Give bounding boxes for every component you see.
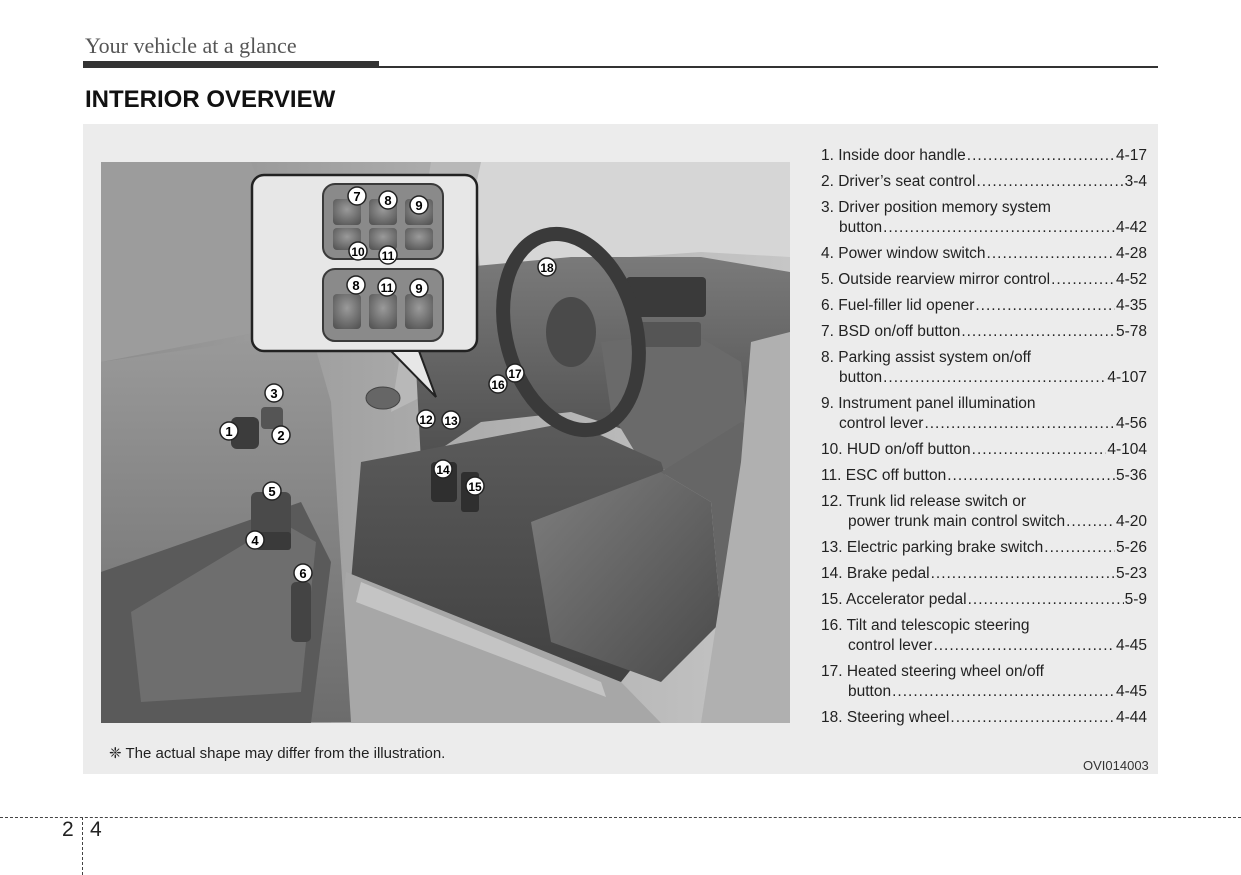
page-number: 4 xyxy=(90,818,102,841)
svg-text:2: 2 xyxy=(277,428,284,443)
svg-text:9: 9 xyxy=(415,281,422,296)
callout-7: 7 xyxy=(347,186,367,206)
svg-text:3: 3 xyxy=(270,386,277,401)
callout-8: 8 xyxy=(378,190,398,210)
legend-item-14: 14. Brake pedal5-23 xyxy=(821,564,1147,584)
header-rule-thick xyxy=(83,61,379,68)
callout-17: 17 xyxy=(505,363,525,383)
svg-text:18: 18 xyxy=(540,261,554,275)
legend-item-12: 12. Trunk lid release switch or power tr… xyxy=(821,492,1147,532)
legend-item-8: 8. Parking assist system on/off button4-… xyxy=(821,348,1147,388)
legend-item-2: 2. Driver’s seat control3-4 xyxy=(821,172,1147,192)
callout-1: 1 xyxy=(219,421,239,441)
svg-text:9: 9 xyxy=(415,198,422,213)
svg-text:12: 12 xyxy=(419,413,433,427)
svg-text:8: 8 xyxy=(384,193,391,208)
legend-item-11: 11. ESC off button5-36 xyxy=(821,466,1147,486)
interior-illustration: 1 2 3 4 5 6 7 8 9 10 11 8 11 9 12 13 14 … xyxy=(101,162,790,723)
callout-3: 3 xyxy=(264,383,284,403)
callout-6: 6 xyxy=(293,563,313,583)
svg-text:14: 14 xyxy=(436,463,450,477)
legend-item-3: 3. Driver position memory system button4… xyxy=(821,198,1147,238)
callout-2: 2 xyxy=(271,425,291,445)
svg-text:1: 1 xyxy=(225,424,232,439)
footnote: ❈ The actual shape may differ from the i… xyxy=(109,745,446,762)
legend-item-10: 10. HUD on/off button4-104 xyxy=(821,440,1147,460)
legend-item-4: 4. Power window switch4-28 xyxy=(821,244,1147,264)
footer-divider-vertical xyxy=(82,817,83,875)
callout-5: 5 xyxy=(262,481,282,501)
svg-text:10: 10 xyxy=(351,245,365,259)
figure-code: OVI014003 xyxy=(1083,758,1149,773)
legend-item-16: 16. Tilt and telescopic steering control… xyxy=(821,616,1147,656)
svg-text:17: 17 xyxy=(508,367,522,381)
svg-text:4: 4 xyxy=(251,533,259,548)
footer-divider xyxy=(0,817,1241,818)
legend-item-1: 1. Inside door handle4-17 xyxy=(821,146,1147,166)
page-heading: INTERIOR OVERVIEW xyxy=(85,86,336,113)
callout-18: 18 xyxy=(537,257,557,277)
svg-text:16: 16 xyxy=(491,378,505,392)
svg-text:13: 13 xyxy=(444,414,458,428)
svg-text:7: 7 xyxy=(353,189,360,204)
chapter-number: 2 xyxy=(62,818,74,841)
svg-text:15: 15 xyxy=(468,480,482,494)
legend-item-17: 17. Heated steering wheel on/off button4… xyxy=(821,662,1147,702)
legend-item-7: 7. BSD on/off button5-78 xyxy=(821,322,1147,342)
callout-12: 12 xyxy=(416,409,436,429)
legend-item-6: 6. Fuel-filler lid opener4-35 xyxy=(821,296,1147,316)
svg-text:5: 5 xyxy=(268,484,275,499)
callout-16: 16 xyxy=(488,374,508,394)
header-rule xyxy=(83,66,1158,68)
callout-15: 15 xyxy=(465,476,485,496)
legend-item-15: 15. Accelerator pedal5-9 xyxy=(821,590,1147,610)
svg-text:8: 8 xyxy=(352,278,359,293)
component-legend: 1. Inside door handle4-17 2. Driver’s se… xyxy=(821,146,1147,734)
svg-text:11: 11 xyxy=(381,281,394,295)
section-title: Your vehicle at a glance xyxy=(85,33,297,58)
legend-item-9: 9. Instrument panel illumination control… xyxy=(821,394,1147,434)
callout-11: 11 xyxy=(378,245,398,265)
callout-9-zoom: 9 xyxy=(409,278,429,298)
callout-4: 4 xyxy=(245,530,265,550)
callout-8-zoom: 8 xyxy=(346,275,366,295)
svg-text:11: 11 xyxy=(382,249,395,263)
callout-10: 10 xyxy=(348,241,368,261)
callout-9: 9 xyxy=(409,195,429,215)
legend-item-18: 18. Steering wheel4-44 xyxy=(821,708,1147,728)
legend-item-5: 5. Outside rearview mirror control4-52 xyxy=(821,270,1147,290)
svg-text:6: 6 xyxy=(299,566,306,581)
callout-14: 14 xyxy=(433,459,453,479)
callout-13: 13 xyxy=(441,410,461,430)
legend-item-13: 13. Electric parking brake switch5-26 xyxy=(821,538,1147,558)
callout-11-zoom: 11 xyxy=(377,277,397,297)
